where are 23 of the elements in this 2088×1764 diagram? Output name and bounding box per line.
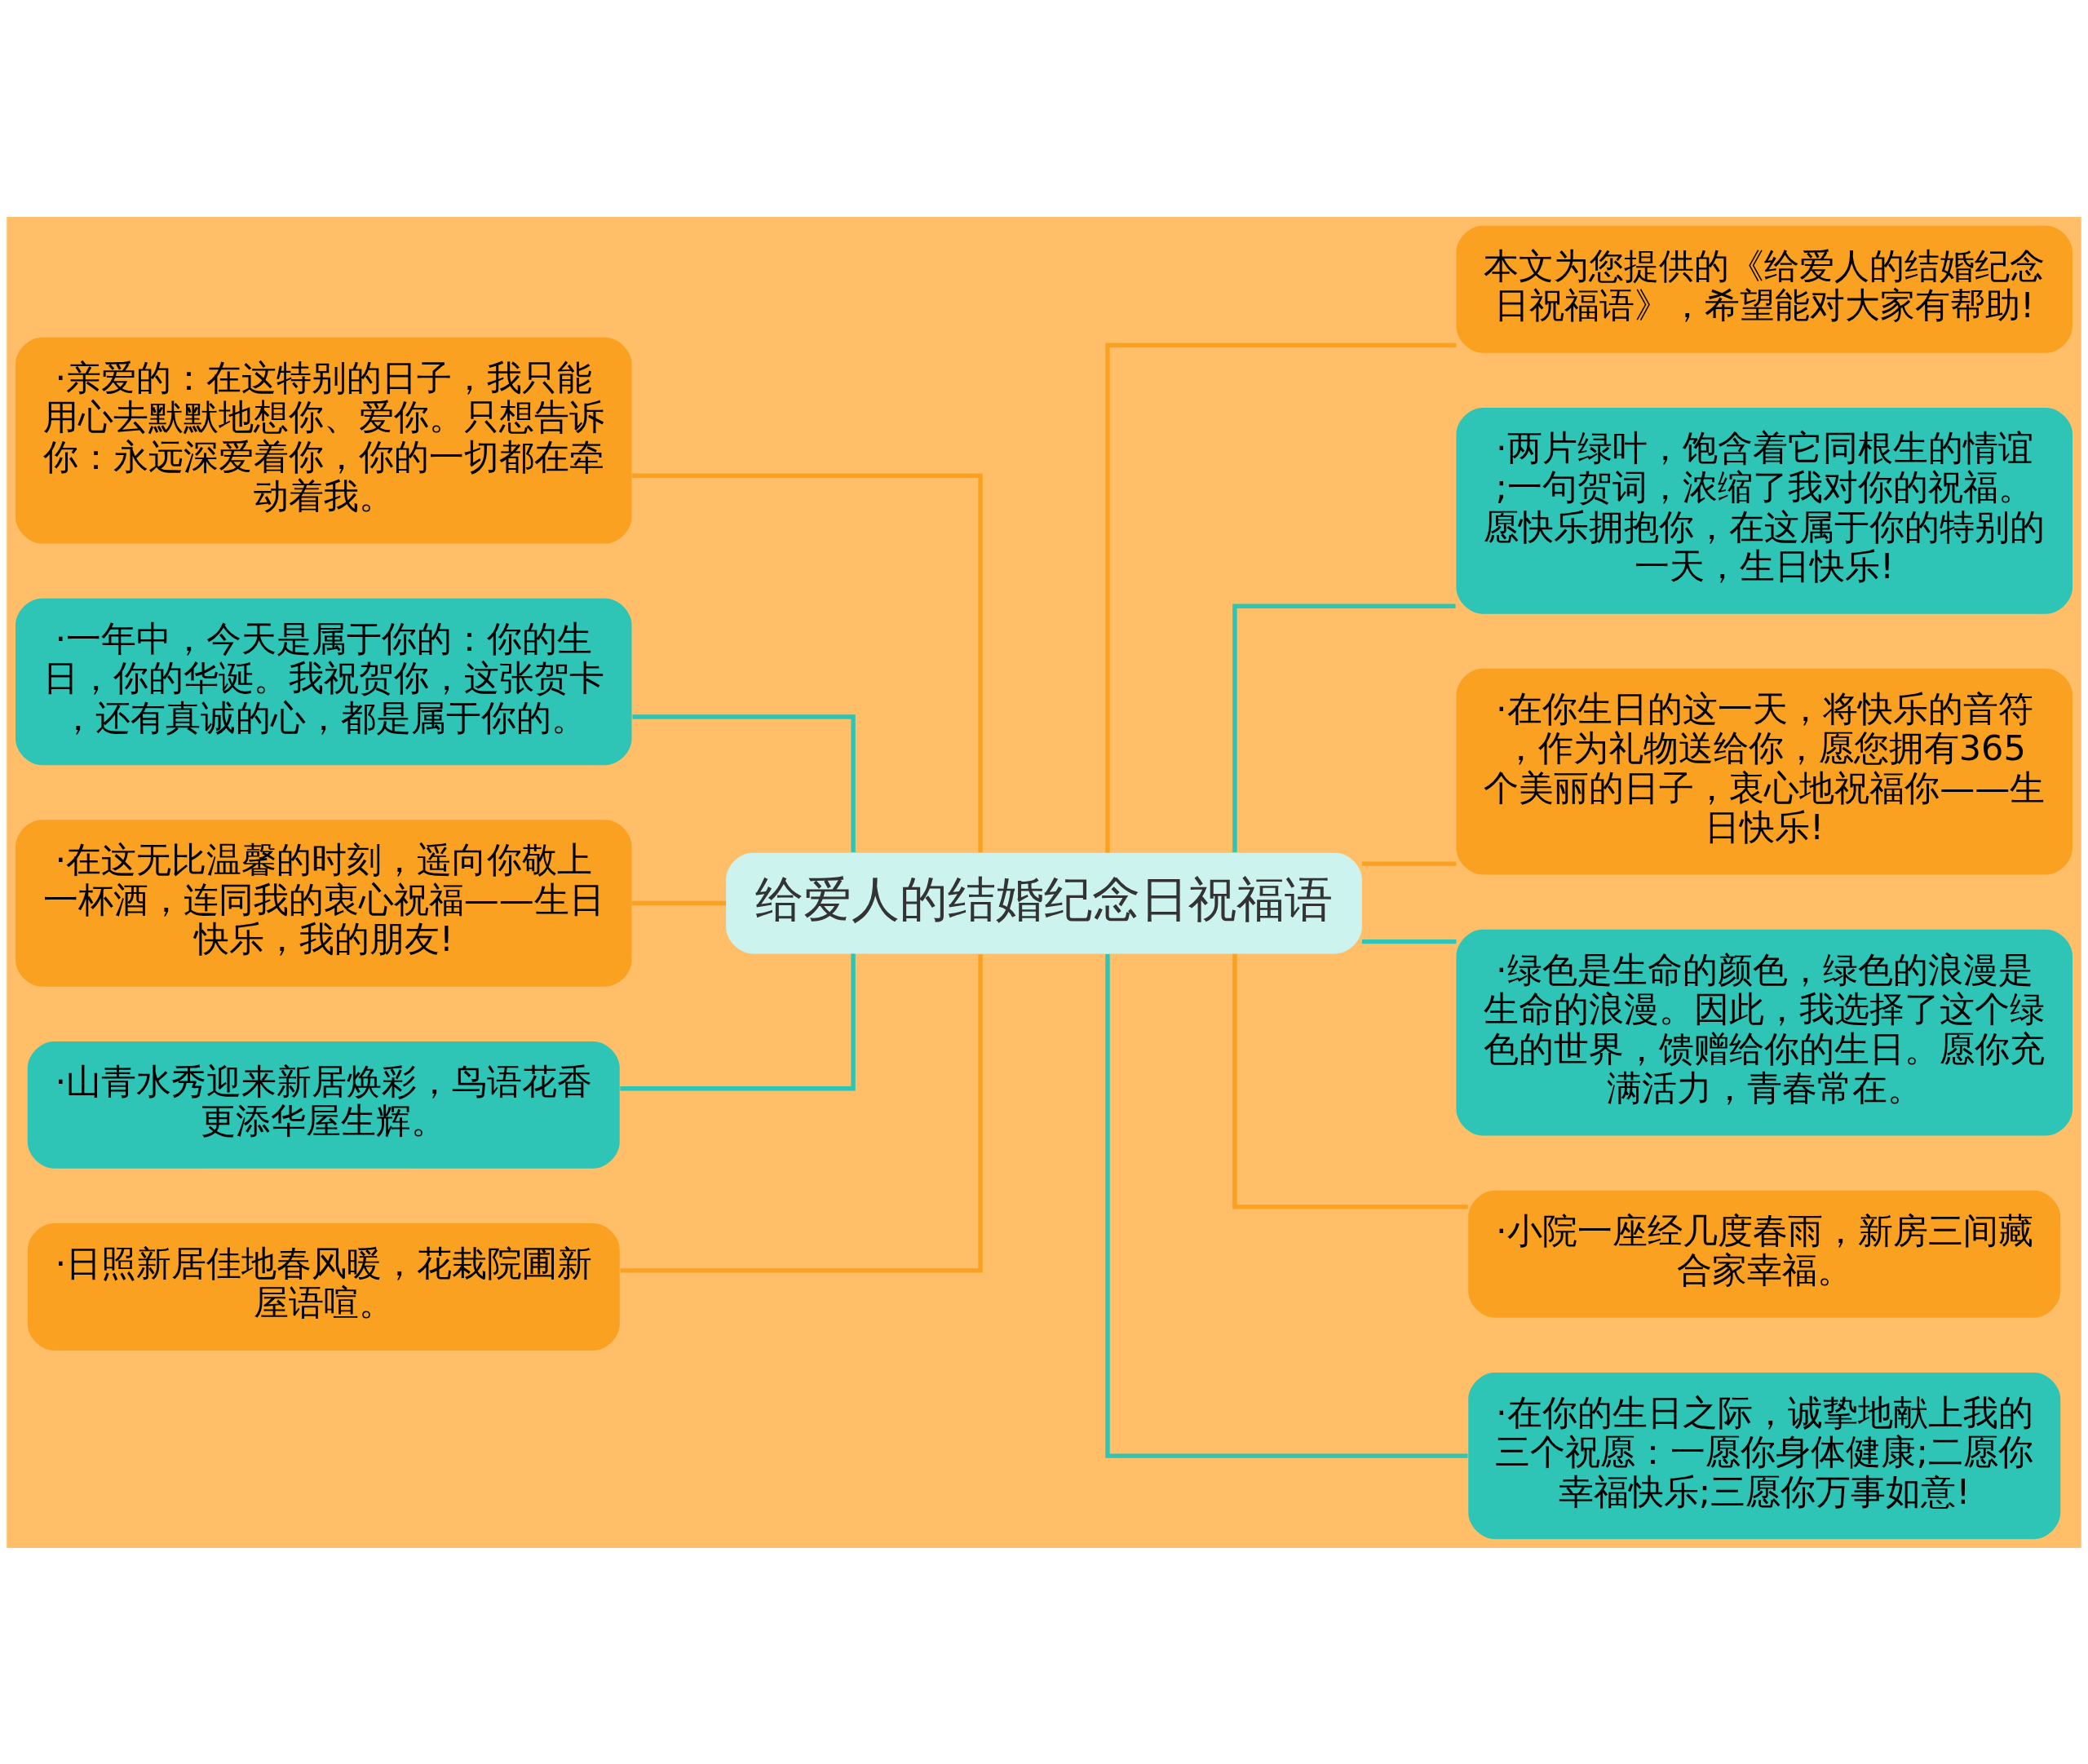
node-box: ·两片绿叶，饱含着它同根生的情谊;一句贺词，浓缩了我对你的祝福。愿快乐拥抱你，在这属于你的特别的一天，生日快乐! <box>1456 407 2073 614</box>
node-box: ·亲爱的：在这特别的日子，我只能用心去默默地想你、爱你。只想告诉你：永远深爱着你，你的一切都在牵动着我。 <box>15 337 632 544</box>
node-box: 给爱人的结婚纪念日祝福语 <box>726 852 1362 953</box>
node-box: ·在这无比温馨的时刻，遥向你敬上一杯酒，连同我的衷心祝福——生日快乐，我的朋友! <box>15 819 632 987</box>
node-box: ·在你生日的这一天，将快乐的音符，作为礼物送给你，愿您拥有365个美丽的日子，衷心地祝福你——生日快乐! <box>1456 668 2073 875</box>
connector <box>1361 939 1457 944</box>
node-box: 本文为您提供的《给爱人的结婚纪念日祝福语》，希望能对大家有帮助! <box>1456 225 2073 353</box>
connector <box>1232 603 1456 852</box>
connector <box>1105 343 1457 853</box>
connector <box>631 900 727 905</box>
connector <box>620 953 856 1090</box>
node-box: ·绿色是生命的颜色，绿色的浪漫是生命的浪漫。因此，我选择了这个绿色的世界，馈赠给你的生日。愿你充满活力，青春常在。 <box>1456 929 2073 1136</box>
connector <box>632 714 856 852</box>
connector <box>620 953 983 1273</box>
node-box: ·一年中，今天是属于你的：你的生日，你的华诞。我祝贺你，这张贺卡，还有真诚的心，都是属于你的。 <box>15 598 632 765</box>
node-box: ·山青水秀迎来新居焕彩，鸟语花香更添华屋生辉。 <box>27 1041 620 1169</box>
connector <box>1361 860 1457 866</box>
node-box: ·日照新居佳地春风暖，花栽院圃新屋语喧。 <box>27 1222 620 1351</box>
node-box: ·小院一座经几度春雨，新房三间藏合家幸福。 <box>1468 1190 2061 1318</box>
connector <box>1105 953 1468 1458</box>
node-box: ·在你的生日之际，诚挚地献上我的三个祝愿：一愿你身体健康;二愿你幸福快乐;三愿你万事如意! <box>1468 1372 2061 1539</box>
connector <box>631 473 983 852</box>
connector <box>1232 953 1468 1209</box>
